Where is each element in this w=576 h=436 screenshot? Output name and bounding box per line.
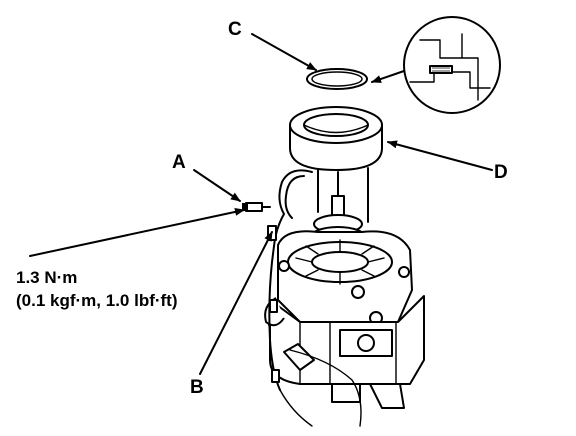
torque-spec-line1: 1.3 N·m: [16, 268, 77, 287]
torque-leader: [29, 207, 245, 257]
leader-c: [251, 33, 317, 71]
compressor-body: [264, 167, 425, 409]
torque-spec-line2: (0.1 kgf·m, 1.0 lbf·ft): [16, 291, 178, 310]
leader-a: [193, 169, 241, 202]
callout-d: D: [494, 162, 508, 183]
callout-b: B: [190, 377, 204, 398]
callout-a: A: [172, 152, 186, 173]
field-coil: [289, 106, 383, 171]
detail-inset: [403, 16, 501, 114]
leader-b: [199, 231, 273, 375]
leader-d: [387, 140, 493, 171]
lead-wire-screw: [242, 202, 271, 212]
inset-leader-arrow: [371, 70, 405, 83]
callout-c: C: [228, 19, 242, 40]
snap-ring: [306, 68, 368, 90]
